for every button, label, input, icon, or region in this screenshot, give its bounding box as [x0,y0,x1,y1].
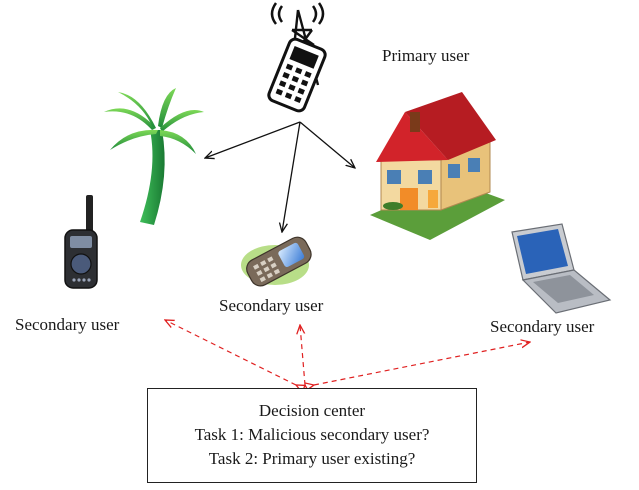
primary-user-arrows [205,121,355,232]
cell-tower-phone-icon [267,2,327,113]
decision-center-title: Decision center [258,401,366,420]
decision-center-task2: Task 2: Primary user existing? [208,449,416,468]
mobile-phone-icon [241,236,312,287]
arrow-to-laptop [299,121,355,168]
report-arrow-right [314,342,530,385]
arrow-to-phone [282,121,301,232]
palm-tree-icon [104,88,204,225]
house-icon [370,92,505,240]
decision-center-box: Decision center Task 1: Malicious second… [147,388,477,483]
walkie-talkie-icon [64,195,98,289]
secondary-user-label-right: Secondary user [490,317,595,336]
report-arrow-left [165,320,296,385]
decision-center-task1: Task 1: Malicious secondary user? [194,425,430,444]
arrow-to-walkie-talkie [205,121,301,158]
laptop-icon [511,223,612,314]
primary-user-label: Primary user [382,46,470,65]
report-arrows [165,320,530,385]
secondary-user-label-left: Secondary user [15,315,120,334]
report-arrow-center [300,325,305,385]
secondary-user-label-center: Secondary user [219,296,324,315]
